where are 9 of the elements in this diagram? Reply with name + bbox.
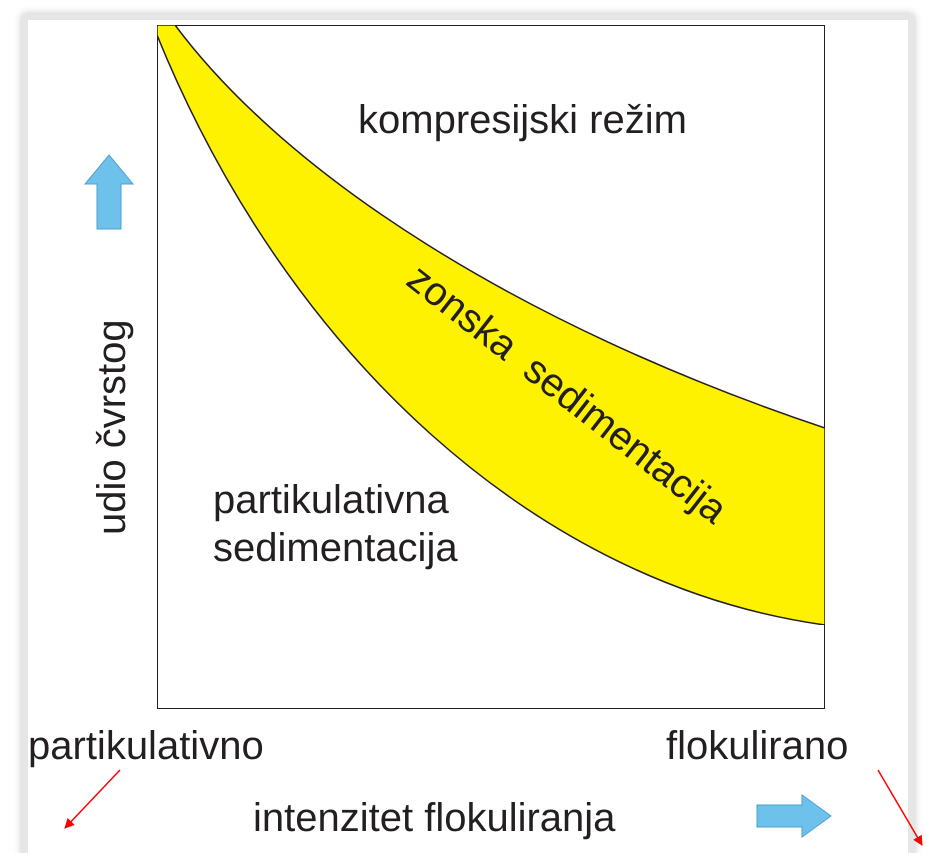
- axis-label: intenzitet flokuliranja: [253, 795, 616, 842]
- leader-arrow: [877, 770, 923, 846]
- region-label: kompresijski režim: [358, 97, 687, 144]
- leader-arrow: [64, 769, 121, 829]
- axis-end-label: flokulirano: [666, 722, 911, 770]
- axis-end-label: partikulativno: [28, 722, 348, 770]
- zone-band: [157, 25, 825, 625]
- axis-label: udio čvrstog: [89, 319, 135, 535]
- region-label: partikulativna sedimentacija: [213, 477, 459, 572]
